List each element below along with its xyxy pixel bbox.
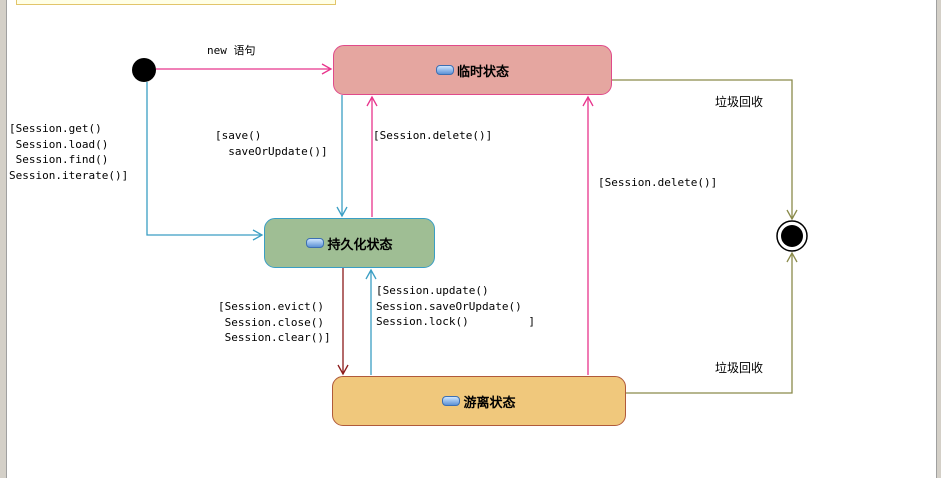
label-evict-close-clear: [Session.evict() Session.close() Session… [218,300,331,344]
label-save-or-update: [save() saveOrUpdate()] [215,129,328,158]
label-gc-top: 垃圾回收 [715,95,764,109]
label-delete-from-persistent: [Session.delete()] [373,129,493,142]
arrow-detached-to-final[interactable] [626,251,798,394]
state-persistent-label: 持久化状态 [327,237,393,253]
state-transient[interactable]: 临时状态 [333,45,612,95]
state-pill-icon [435,65,454,75]
arrow-transient-to-final[interactable] [612,79,798,221]
initial-node[interactable] [132,58,156,82]
state-pill-icon [306,238,325,248]
label-session-get-load: [Session.get() Session.load() Session.fi… [9,122,129,182]
label-delete-from-detached: [Session.delete()] [598,176,718,189]
state-persistent[interactable]: 持久化状态 [264,218,435,268]
label-update-lock: [Session.update() Session.saveOrUpdate()… [376,284,535,328]
state-transient-label: 临时状态 [456,64,509,80]
note-strip [16,0,336,5]
left-window-border [0,0,7,478]
state-detached-label: 游离状态 [463,395,516,411]
label-new-statement: new 语句 [207,44,256,57]
state-detached[interactable]: 游离状态 [332,376,626,426]
right-window-border [936,0,941,478]
state-pill-icon [442,396,461,406]
label-gc-bottom: 垃圾回收 [715,361,764,375]
final-node[interactable] [776,220,808,252]
arrow-initial-to-persistent[interactable] [146,82,264,241]
